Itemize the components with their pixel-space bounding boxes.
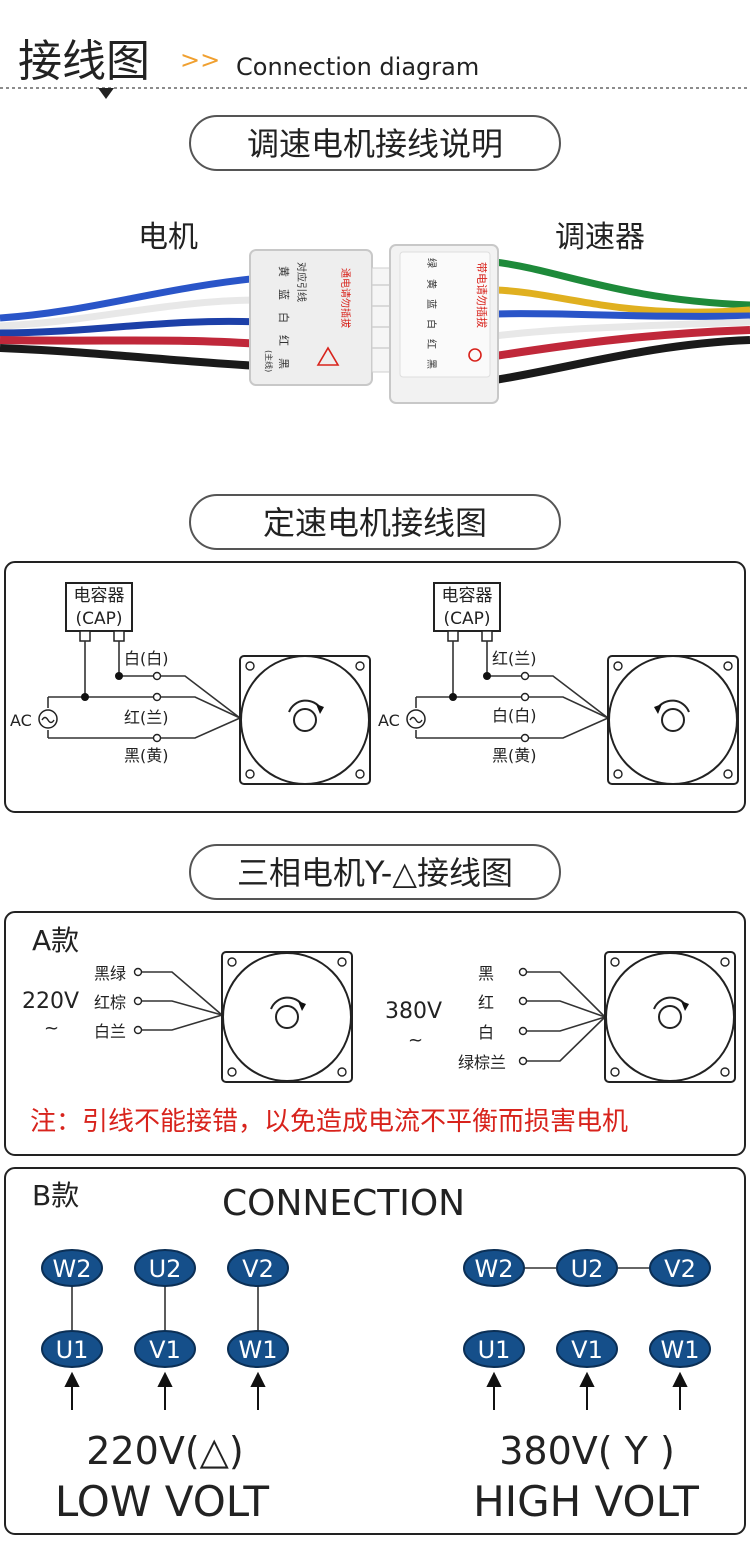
delta-node-v1: V1 (149, 1336, 181, 1364)
plug-left-text: 对应引线 (295, 262, 308, 302)
section2-panel (4, 561, 746, 813)
delta-connection-diagram (41, 1249, 289, 1410)
ac-right-label: AC (378, 711, 400, 730)
plug-right-label-2: 黄 (425, 279, 438, 289)
header-arrows: >> (180, 46, 220, 74)
voltage-380v: 380V (385, 999, 442, 1024)
three-phase-220v-diagram (133, 951, 353, 1083)
plug-left-label-4: 红 (277, 335, 290, 346)
wire-left-3: 黑(黄) (124, 746, 169, 765)
section4-title: CONNECTION (222, 1183, 465, 1224)
delta-node-w1: W1 (239, 1336, 278, 1364)
wire-right-3: 黑(黄) (492, 746, 537, 765)
wire-right-2: 白(白) (492, 706, 537, 725)
single-phase-left-diagram (38, 582, 371, 785)
star-mode: HIGH VOLT (473, 1477, 699, 1526)
plug-left-warning: 通电请勿插拔 (339, 268, 352, 328)
header-title-cn: 接线图 (18, 36, 150, 87)
plug-right-label-3: 蓝 (425, 299, 437, 309)
star-node-u1: U1 (478, 1336, 511, 1364)
delta-voltage: 220V(△) (86, 1429, 243, 1473)
wiring-warning-note: 注：引线不能接错，以免造成电流不平衡而损害电机 (30, 1107, 628, 1137)
wire-380v-1: 黑 (478, 964, 494, 983)
plug-right-warning: 带电请勿插拔 (475, 262, 489, 328)
wire-220v-1: 黑绿 (94, 964, 126, 983)
cap-left-cn: 电容器 (74, 586, 125, 606)
three-phase-380v-diagram (518, 951, 736, 1083)
plug-left-label-2: 蓝 (277, 289, 290, 300)
wire-left-1: 白(白) (124, 649, 169, 668)
plug-right-label-6: 黑 (425, 359, 437, 369)
delta-node-w2: W2 (53, 1255, 92, 1283)
wire-380v-2: 红 (478, 993, 494, 1012)
voltage-220v-tilde: ~ (44, 1018, 59, 1039)
wire-380v-3: 白 (478, 1023, 494, 1042)
plug-left-label-5: 黑 (277, 358, 290, 369)
delta-mode: LOW VOLT (55, 1477, 270, 1526)
section1-title: 调速电机接线说明 (247, 125, 503, 163)
section2-title-pill (189, 494, 561, 550)
wire-380v-4: 绿棕兰 (458, 1053, 506, 1072)
plug-right-label-1: 绿 (425, 258, 438, 268)
section1-title-pill (189, 115, 561, 171)
label-controller: 调速器 (555, 220, 645, 255)
wire-220v-2: 红棕 (94, 993, 126, 1012)
star-voltage: 380V( Y ) (499, 1429, 675, 1473)
star-node-w2: W2 (475, 1255, 514, 1283)
connector-photo (0, 244, 750, 404)
plug-left-label-3: 白 (277, 312, 291, 323)
voltage-380v-tilde: ~ (408, 1030, 423, 1051)
plug-right-label-5: 红 (425, 339, 438, 349)
delta-node-v2: V2 (242, 1255, 274, 1283)
plug-right-label-4: 白 (425, 319, 438, 329)
ac-left-label: AC (10, 711, 32, 730)
header-title-en: Connection diagram (236, 53, 479, 81)
wire-right-1: 红(兰) (492, 649, 537, 668)
cap-right-cn: 电容器 (442, 586, 493, 606)
star-node-v1: V1 (571, 1336, 603, 1364)
star-connection-diagram (463, 1249, 711, 1410)
section3-title: 三相电机Y-△接线图 (237, 854, 513, 892)
section3-title-pill (189, 844, 561, 900)
section3-panel (4, 911, 746, 1156)
section3-variant: A款 (32, 924, 79, 957)
section4-variant: B款 (32, 1179, 79, 1212)
cap-right-en: (CAP) (443, 609, 490, 629)
star-node-w1: W1 (661, 1336, 700, 1364)
plug-left-sub: (主线) (264, 350, 274, 372)
voltage-220v: 220V (22, 989, 79, 1014)
delta-node-u2: U2 (149, 1255, 182, 1283)
wire-left-2: 红(兰) (124, 708, 169, 727)
section2-title: 定速电机接线图 (263, 504, 487, 542)
section4-panel (4, 1167, 746, 1535)
star-node-v2: V2 (664, 1255, 696, 1283)
single-phase-right-diagram (406, 582, 739, 785)
cap-left-en: (CAP) (75, 609, 122, 629)
wire-220v-3: 白兰 (94, 1022, 126, 1041)
plug-left-label-1: 黄 (277, 266, 291, 277)
delta-node-u1: U1 (56, 1336, 89, 1364)
label-motor: 电机 (138, 220, 198, 255)
star-node-u2: U2 (571, 1255, 604, 1283)
header-marker-icon (98, 88, 114, 99)
